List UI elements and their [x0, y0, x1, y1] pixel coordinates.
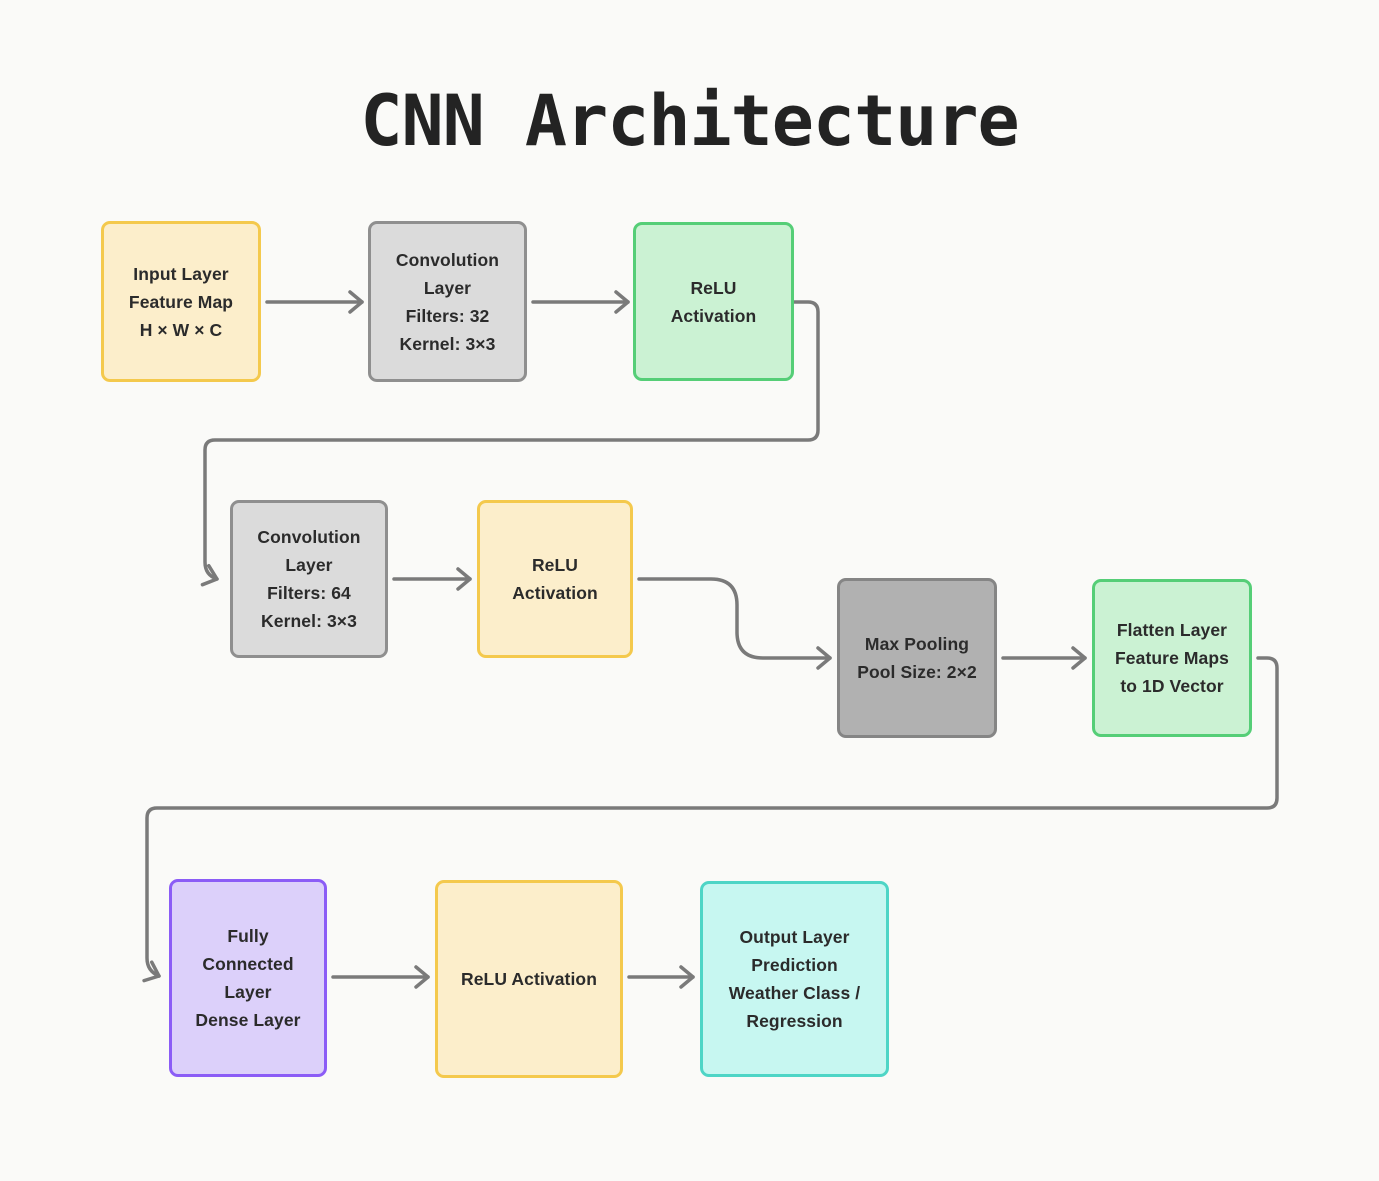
node-label-line: Feature Maps: [1114, 648, 1229, 668]
node-label-line: Flatten Layer: [1116, 620, 1228, 640]
node-label-line: Weather Class /: [728, 983, 861, 1003]
node-label-line: Layer: [423, 277, 472, 298]
node-label-line: to 1D Vector: [1120, 676, 1224, 696]
node-label-line: Filters: 64: [267, 583, 351, 603]
node-relu3: ReLU Activation: [435, 880, 623, 1078]
node-label-line: Dense Layer: [195, 1010, 301, 1030]
connector-relu2-to-maxpool: [637, 577, 832, 670]
node-label-line: Connected: [202, 954, 294, 974]
node-label-line: Feature Map: [128, 291, 234, 312]
diagram-title: CNN Architecture: [360, 80, 1019, 162]
node-label-line: Filters: 32: [405, 305, 490, 326]
node-label-line: Max Pooling: [864, 634, 970, 654]
node-label-line: Activation: [512, 583, 598, 603]
node-label-line: Activation: [670, 305, 757, 326]
node-label-line: Input Layer: [133, 263, 229, 284]
node-relu1: ReLU Activation: [633, 222, 794, 381]
node-label-line: Output Layer: [739, 927, 850, 947]
node-label-line: Convolution: [257, 527, 361, 547]
node-label-line: Layer: [224, 982, 272, 1002]
node-label-line: ReLU: [531, 555, 579, 575]
node-label-line: Layer: [285, 555, 333, 575]
node-label-line: Regression: [746, 1011, 843, 1031]
node-label-line: H × W × C: [139, 319, 223, 340]
node-label-line: Kernel: 3×3: [261, 611, 357, 631]
node-label-line: ReLU: [690, 277, 737, 298]
node-label-line: Pool Size: 2×2: [857, 662, 977, 682]
node-label-line: Fully: [227, 926, 269, 946]
node-label-line: Prediction: [751, 955, 838, 975]
node-label-line: Convolution: [395, 249, 500, 270]
node-label-line: Kernel: 3×3: [399, 333, 496, 354]
node-relu2: ReLU Activation: [477, 500, 633, 658]
node-label-line: ReLU Activation: [460, 969, 597, 989]
